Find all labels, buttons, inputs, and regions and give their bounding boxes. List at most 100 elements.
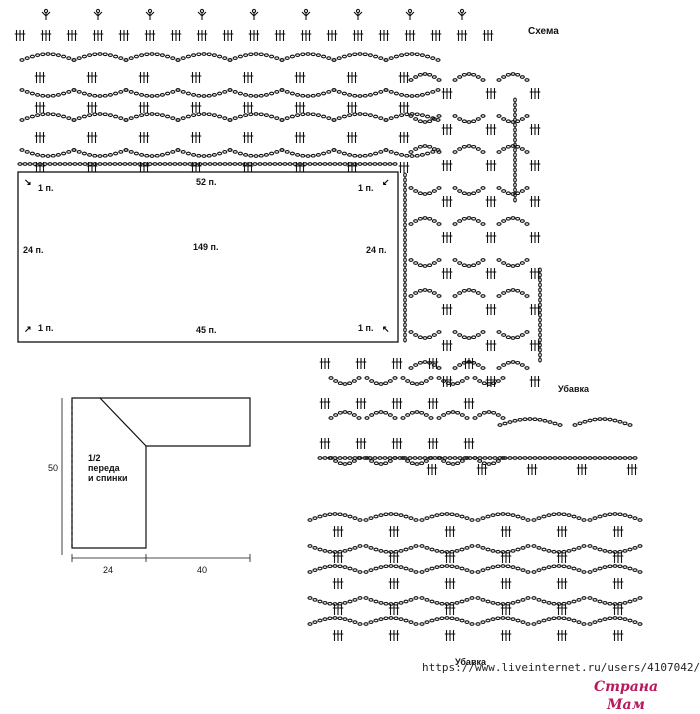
chain-stitch: [321, 151, 327, 156]
chain-stitch: [436, 78, 442, 82]
chain-stitch: [592, 568, 598, 572]
chain-stitch: [492, 456, 498, 460]
chain-stitch: [24, 116, 30, 120]
double-crochet-stitch: [470, 438, 475, 449]
chain-stitch: [480, 598, 486, 602]
double-crochet-stitch: [359, 30, 364, 41]
chain-stitch: [342, 162, 348, 166]
chain-stitch: [459, 459, 465, 463]
chain-stitch: [513, 102, 517, 108]
chain-stitch: [413, 333, 419, 337]
chain-stitch: [556, 564, 562, 568]
double-crochet-stitch: [70, 30, 74, 41]
chain-stitch: [627, 547, 633, 552]
chain-stitch: [297, 162, 303, 166]
double-crochet-stitch: [485, 160, 490, 171]
chain-stitch: [352, 153, 358, 158]
chain-stitch: [342, 617, 348, 621]
chain-stitch: [466, 72, 472, 76]
double-crochet-stitch: [448, 232, 453, 243]
double-crochet-stitch: [445, 88, 449, 99]
double-crochet-stitch: [138, 132, 143, 143]
chain-stitch: [347, 547, 353, 552]
double-crochet-stitch: [483, 464, 488, 475]
double-crochet-stitch: [536, 160, 541, 171]
double-crochet-stitch: [86, 102, 91, 113]
chain-stitch: [428, 376, 434, 380]
chain-stitch: [572, 456, 578, 460]
chain-stitch: [71, 148, 77, 152]
scheme-title: Схема: [528, 26, 559, 37]
double-crochet-stitch: [96, 30, 100, 41]
chain-stitch: [403, 282, 407, 288]
chain-stitch: [537, 417, 543, 422]
chain-stitch: [87, 93, 93, 97]
chain-stitch: [547, 456, 553, 460]
double-crochet-stitch: [445, 340, 449, 351]
chain-stitch: [196, 153, 202, 158]
chain-stitch: [459, 379, 465, 383]
chain-stitch: [632, 456, 638, 460]
double-crochet-stitch: [576, 464, 581, 475]
chain-stitch: [357, 52, 363, 56]
chain-stitch: [312, 516, 318, 520]
chain-stitch: [66, 56, 72, 60]
chain-stitch: [175, 118, 181, 122]
chain-stitch: [480, 568, 486, 572]
chain-stitch: [123, 118, 129, 122]
chain-stitch: [212, 162, 218, 166]
width-dimension-ticks: [71, 554, 251, 562]
chain-stitch: [571, 514, 577, 519]
chain-stitch: [393, 114, 399, 119]
chain-stitch: [279, 58, 285, 62]
chain-stitch: [469, 622, 475, 626]
chain-stitch: [253, 112, 259, 116]
chain-stitch: [602, 601, 608, 605]
chain-stitch: [284, 90, 290, 94]
chain-stitch: [403, 172, 407, 178]
chain-stitch: [587, 418, 593, 423]
chain-stitch: [237, 162, 243, 166]
chain-stitch: [180, 56, 186, 60]
double-crochet-stitch: [242, 102, 247, 113]
double-crochet-stitch: [336, 604, 340, 615]
chain-stitch: [546, 601, 552, 605]
chain-stitch: [373, 151, 379, 156]
chain-stitch: [413, 570, 419, 574]
chain-stitch: [496, 222, 502, 226]
chain-stitch: [362, 153, 368, 158]
chain-stitch: [201, 112, 207, 116]
chain-stitch: [170, 116, 176, 120]
double-crochet-stitch: [616, 578, 620, 589]
chain-stitch: [515, 72, 521, 77]
chain-stitch: [445, 410, 451, 415]
chain-stitch: [382, 456, 388, 460]
chain-stitch: [267, 162, 273, 166]
chain-stitch: [327, 162, 333, 166]
chain-stitch: [102, 93, 108, 98]
double-crochet-stitch: [339, 604, 344, 615]
chain-stitch: [505, 335, 511, 340]
chain-stitch: [597, 618, 603, 623]
double-crochet-stitch: [138, 102, 143, 113]
chain-stitch: [538, 317, 542, 323]
corner-arrow-tl: ↘: [24, 177, 32, 187]
double-crochet-stitch: [142, 132, 146, 143]
chain-stitch: [519, 75, 525, 79]
double-crochet-stitch: [392, 552, 396, 563]
chain-stitch: [177, 162, 183, 166]
chain-stitch: [144, 112, 150, 117]
chain-stitch: [81, 91, 87, 96]
chain-stitch: [317, 162, 323, 166]
chain-stitch: [538, 277, 542, 283]
chain-stitch: [347, 456, 353, 460]
chain-stitch: [50, 93, 56, 98]
chain-stitch: [480, 222, 486, 226]
chain-stitch: [29, 91, 35, 96]
chain-stitch: [632, 546, 638, 550]
chain-stitch: [369, 413, 375, 417]
chain-stitch: [403, 257, 407, 263]
chain-stitch: [332, 512, 338, 516]
double-crochet-stitch: [196, 30, 201, 41]
chain-stitch: [496, 150, 502, 154]
